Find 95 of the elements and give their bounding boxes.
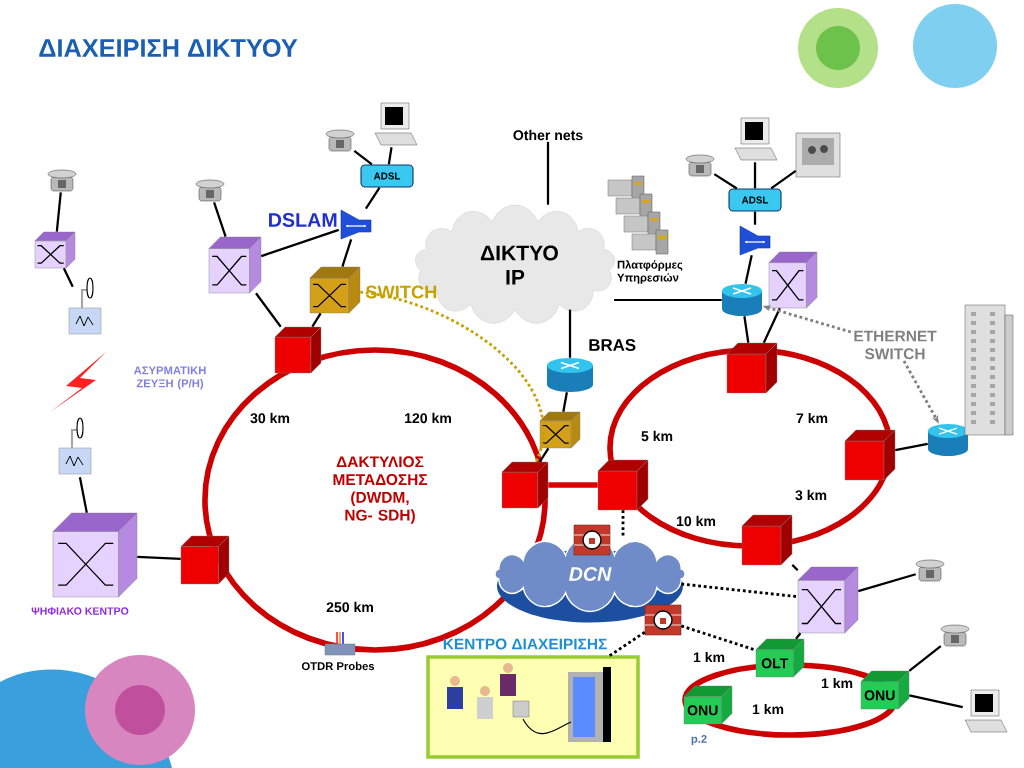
- link-label: ΑΣΥΡΜΑΤΙΚΗ ΖΕΥΞΗ (Ρ/Η): [133, 366, 206, 390]
- dslam-device: DSLAM: [269, 209, 372, 240]
- telephone-icon: [685, 154, 715, 177]
- dotted-link: [680, 624, 757, 652]
- adsl-modem: ADSL: [728, 188, 782, 212]
- router-icon: [722, 284, 762, 316]
- distance-label: 10 km: [676, 515, 716, 527]
- node-label: Πλατφόρμες Υπηρεσιών: [617, 260, 683, 284]
- computer-icon: [964, 689, 1008, 733]
- radio-antenna-icon: [68, 277, 102, 335]
- telephone-icon: [915, 559, 945, 582]
- connection-line: [78, 477, 88, 513]
- building-icon: [964, 304, 1014, 436]
- dotted-link: [607, 631, 646, 658]
- dotted-link: [621, 510, 625, 536]
- digital-exchange-box: ΨΗΦΙΑΚΟ ΚΕΝΤΡΟ: [31, 512, 138, 615]
- connection-line: [311, 312, 322, 328]
- connection-line: [353, 150, 373, 166]
- connection-line: [895, 442, 928, 452]
- connection-line: [909, 694, 963, 709]
- connection-line: [255, 292, 282, 328]
- title: ΔΙΑΧΕΙΡΙΣΗ ΔΙΚΤΥΟΥ: [39, 39, 298, 57]
- connection-line: [858, 573, 917, 593]
- television-icon: [795, 132, 841, 178]
- network-node-box: [844, 429, 896, 481]
- node-label: ΨΗΦΙΑΚΟ ΚΕΝΤΡΟ: [31, 607, 129, 615]
- connection-line: [546, 141, 550, 205]
- connection-line: [743, 316, 750, 343]
- node-label: DSLAM: [269, 213, 337, 227]
- page-number: p.2: [691, 734, 707, 746]
- connection-line: [548, 482, 598, 488]
- connection-line: [744, 255, 753, 284]
- distance-label: 1 km: [693, 651, 725, 663]
- telephone-icon: [940, 624, 970, 647]
- optical-terminal-box: ONU: [683, 685, 733, 725]
- management-center: ΚΕΝΤΡΟ ΔΙΑΧΕΙΡΙΣΗΣ: [426, 638, 640, 759]
- connection-line: [753, 162, 757, 189]
- connection-line: [260, 228, 340, 258]
- connection-line: [62, 267, 74, 288]
- connection-line: [614, 298, 722, 302]
- switch-box: [539, 411, 581, 449]
- cross-connect-box: [768, 251, 818, 309]
- telephone-icon: [325, 129, 355, 152]
- network-node-box: [597, 459, 649, 511]
- bras-router: BRAS: [547, 339, 636, 392]
- telephone-icon: [47, 169, 77, 192]
- network-label: Other nets: [513, 129, 583, 141]
- dotted-link: [360, 290, 545, 463]
- network-node-box: [180, 535, 230, 585]
- connection-line: [538, 447, 550, 463]
- connection-line: [770, 170, 797, 190]
- connection-line: [791, 564, 799, 572]
- firewall-icon: [573, 524, 611, 556]
- computer-icon: [734, 117, 778, 161]
- connection-line: [908, 645, 942, 672]
- optical-terminal-box: OLT: [755, 638, 805, 678]
- computer-icon: [374, 102, 418, 146]
- network-node-box: [274, 326, 322, 374]
- distance-label: 1 km: [821, 677, 853, 689]
- distance-label: 7 km: [796, 412, 828, 424]
- distance-label: 120 km: [405, 412, 451, 424]
- node-label: BRAS: [589, 339, 636, 351]
- distance-label: 30 km: [250, 412, 290, 424]
- connection-line: [364, 186, 381, 210]
- connection-line: [753, 211, 757, 225]
- adsl-modem: ADSL: [360, 164, 414, 188]
- network-label: ETHERNET SWITCH: [854, 330, 937, 360]
- cross-connect-box: [34, 231, 76, 269]
- connection-line: [562, 392, 568, 412]
- cross-connect-box: [208, 236, 262, 294]
- connection-line: [341, 238, 353, 268]
- telephone-icon: [195, 179, 225, 202]
- distance-label: 3 km: [795, 489, 827, 501]
- network-node-box: [726, 342, 778, 394]
- connection-line: [387, 147, 393, 165]
- dotted-link: [681, 582, 798, 599]
- connection-line: [568, 309, 572, 358]
- distance-label: 250 km: [326, 601, 373, 613]
- radio-antenna-icon: [58, 417, 92, 475]
- connection-line: [713, 173, 738, 190]
- distance-label: 5 km: [641, 430, 673, 442]
- dslam-icon: [739, 225, 771, 256]
- network-node-box: [741, 514, 793, 566]
- otdr-probe: OTDR Probes: [301, 631, 375, 671]
- cross-connect-box: [797, 566, 859, 634]
- connection-line: [762, 307, 781, 344]
- router-icon: [928, 424, 968, 456]
- node-label: OTDR Probes: [301, 661, 375, 671]
- connection-line: [795, 632, 802, 640]
- network-node-box: [501, 461, 549, 509]
- connection-line: [137, 555, 181, 561]
- firewall-icon: [644, 604, 682, 636]
- optical-terminal-box: ONU: [860, 670, 910, 710]
- distance-label: 1 km: [752, 703, 784, 715]
- node-label: ΚΕΝΤΡΟ ΔΙΑΧΕΙΡΙΣΗΣ: [443, 638, 607, 650]
